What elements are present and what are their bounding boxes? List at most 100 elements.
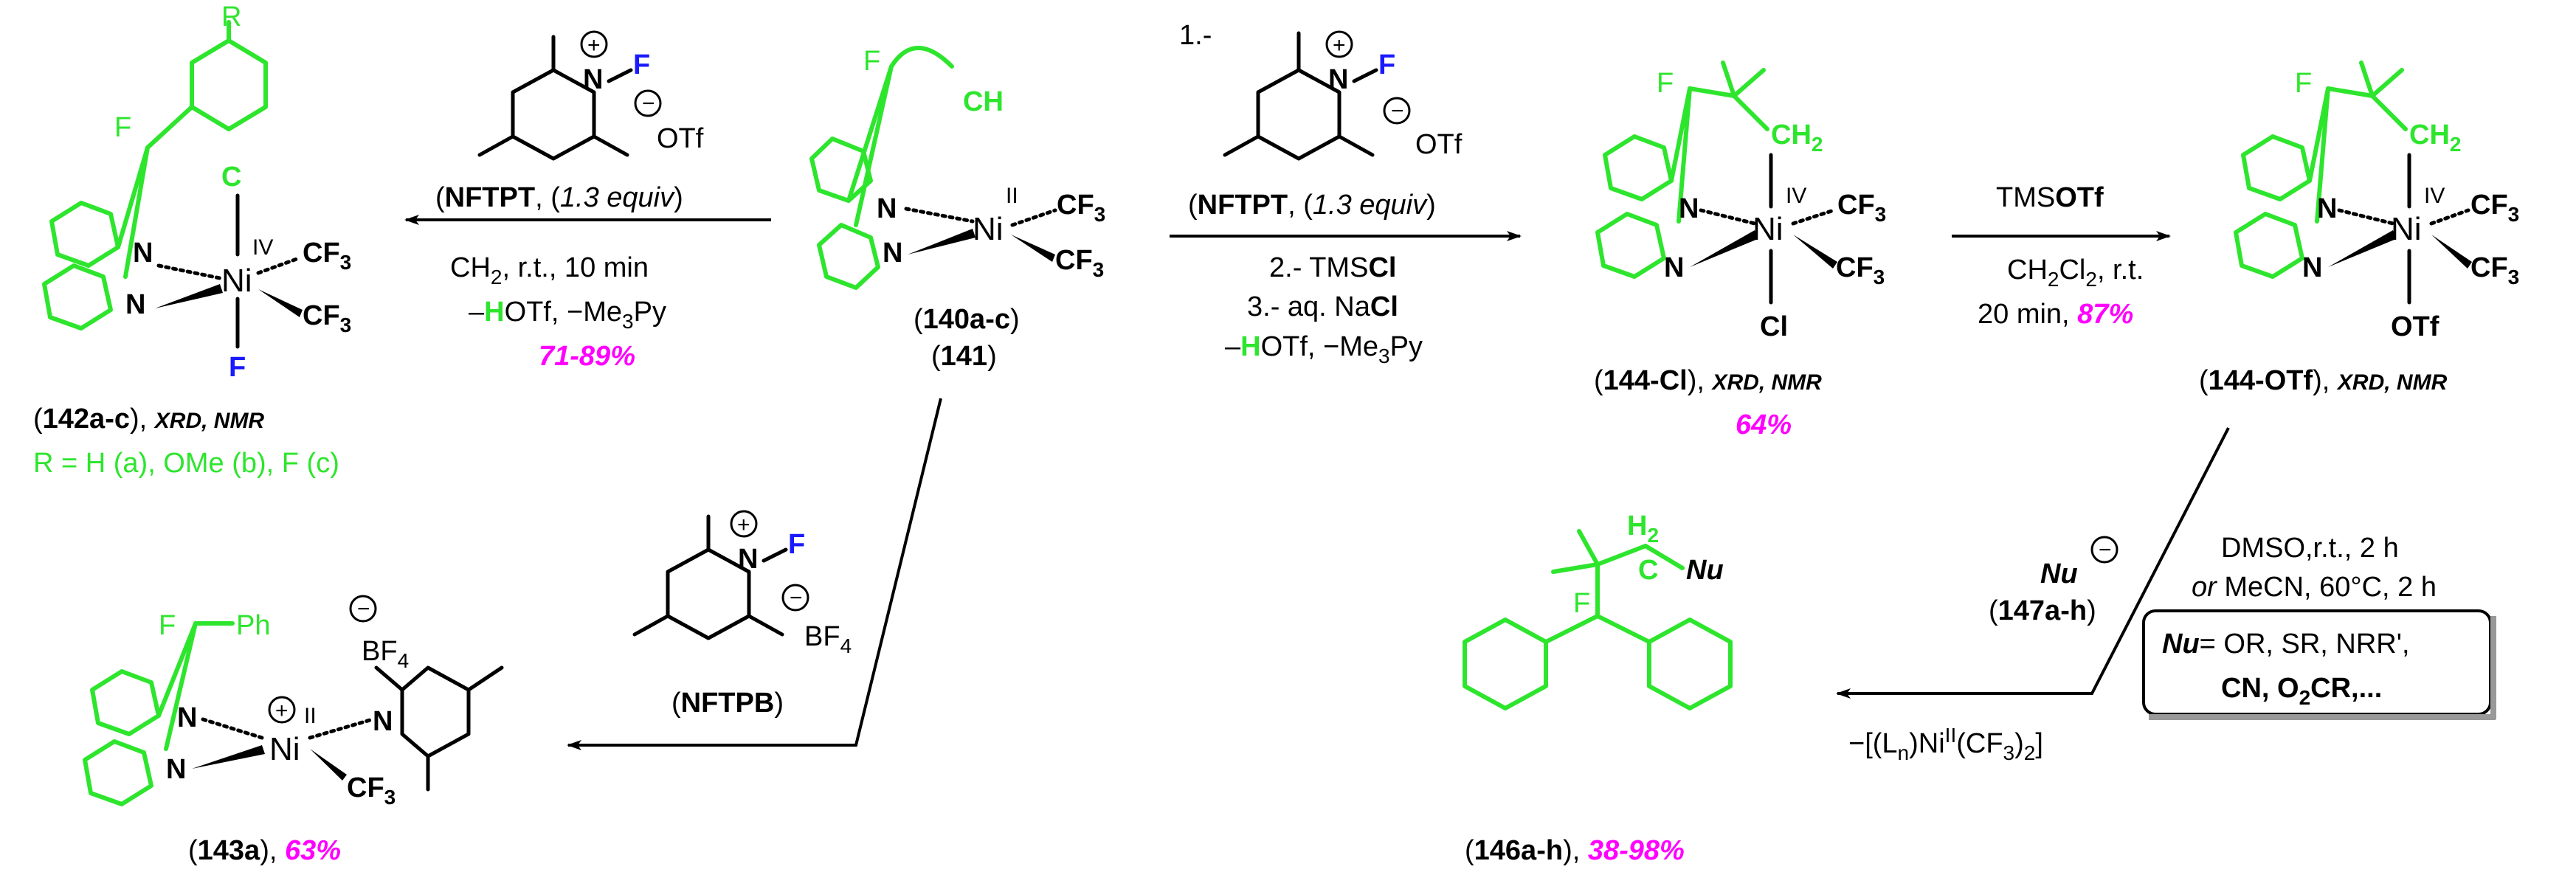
f-label-142: F <box>114 112 131 143</box>
ni-ox-142: IV <box>252 235 273 260</box>
cf3-a-140: CF3 <box>1057 190 1105 226</box>
nu-146: Nu <box>1686 555 1724 586</box>
n1-144otf: N <box>2317 193 2337 224</box>
arrow-144-step2: 2.- TMSCl <box>1269 252 1396 283</box>
arrow-to-146 <box>1836 427 2230 699</box>
plus-left: + <box>587 33 601 58</box>
ch2-144otf: CH2 <box>2409 120 2461 156</box>
nu-box-line1: Nu= OR, SR, NRR', <box>2162 629 2410 660</box>
n-py-143: N <box>373 706 393 737</box>
nu-compound: (147a-h) <box>1989 595 2096 626</box>
cf3-143: CF3 <box>347 772 396 809</box>
compound-142: R C F N N Ni IV CF3 CF3 F (142a-c), XRD,… <box>33 1 351 479</box>
cf3-a-144otf: CF3 <box>2470 190 2519 226</box>
bipyridyl-product-146 <box>1463 529 1733 710</box>
f-label-143: F <box>159 610 176 641</box>
bf4-143: BF4 <box>362 636 409 672</box>
arrow-142-loss: –HOTf, −Me3Py <box>469 297 666 333</box>
nftpb-reagent: N + F − BF4 <box>632 510 852 657</box>
arrow-146-cond2: or MeCN, 60°C, 2 h <box>2192 572 2437 603</box>
nu-minus: − <box>2099 538 2112 562</box>
r-label-142: R <box>221 1 241 32</box>
arrow-146-cond1: DMSO,r.t., 2 h <box>2221 533 2399 564</box>
n1-143: N <box>177 702 197 733</box>
n1-144cl: N <box>1679 193 1699 224</box>
c-label-142: C <box>221 162 241 193</box>
plus-pb: + <box>737 513 750 537</box>
ni-ox-143: II <box>304 704 317 728</box>
plus-right: + <box>1333 33 1346 58</box>
label-146: (146a-h), 38-98% <box>1465 835 1685 866</box>
r-def-142: R = H (a), OMe (b), F (c) <box>33 448 339 479</box>
bipyridyl-ligand-144cl <box>1595 60 1769 279</box>
f-label-144cl: F <box>1657 68 1674 99</box>
compound-144otf: F CH2 N N Ni IV CF3 CF3 OTf (144-OTf), X… <box>2199 60 2519 396</box>
minus-pb: − <box>790 586 803 610</box>
ni-ox-144otf: IV <box>2424 184 2445 208</box>
n2-label-140: N <box>883 238 902 269</box>
arrow-otf-cond1: CH2Cl2, r.t. <box>2007 255 2144 291</box>
label-141: (141) <box>931 341 997 372</box>
f-label-144otf: F <box>2295 68 2312 99</box>
ni-142: Ni <box>221 263 252 299</box>
arrow-144-reagent: (NFTPT, (1.3 equiv) <box>1188 190 1436 221</box>
bipyridyl-ligand-143 <box>83 621 235 806</box>
n-plus-left: N <box>583 64 603 95</box>
arrow-142-cond: CH2, r.t., 10 min <box>450 252 649 288</box>
ni-label-140: Ni <box>973 211 1004 247</box>
label-144otf: (144-OTf), XRD, NMR <box>2199 365 2448 396</box>
minus-bf4-143: − <box>357 597 370 621</box>
f-blue-pb: F <box>788 529 805 560</box>
minus-left: − <box>642 91 655 116</box>
bipyridyl-ligand-142 <box>42 145 150 331</box>
yield-144cl: 64% <box>1736 409 1792 440</box>
nu-box-line2: CN, O2CR,... <box>2221 673 2382 709</box>
ni-144cl: Ni <box>1753 211 1783 247</box>
label-142: (142a-c), XRD, NMR <box>33 404 264 435</box>
cl-144cl: Cl <box>1760 311 1788 342</box>
step1-label: 1.- <box>1179 20 1212 51</box>
arrow-otf-reagent: TMSOTf <box>1996 182 2104 213</box>
h2-146: H2 <box>1627 511 1659 547</box>
n1-142: N <box>133 238 153 269</box>
f-label-146: F <box>1573 588 1590 619</box>
cf3-b-142: CF3 <box>303 300 351 336</box>
label-144cl: (144-Cl), XRD, NMR <box>1594 365 1822 396</box>
arrow-otf-cond2: 20 min, 87% <box>1978 299 2133 330</box>
compound-143: F Ph − BF4 N N + Ni II N CF3 (143a), 63% <box>83 595 504 866</box>
arrow-144-step3: 3.- aq. NaCl <box>1247 291 1398 322</box>
n2-142: N <box>125 289 145 320</box>
f-blue-left: F <box>633 49 650 80</box>
nftpt-reagent-right: 1.- N + F − OTf <box>1179 20 1463 161</box>
bipyridyl-ligand-144otf <box>2234 60 2408 279</box>
label-140: (140a-c) <box>914 304 1020 335</box>
minus-right: − <box>1391 99 1404 123</box>
label-143: (143a), 63% <box>188 835 341 866</box>
cf3-a-144cl: CF3 <box>1837 190 1886 226</box>
nu-reagent: Nu <box>2040 558 2078 589</box>
cf3-b-140: CF3 <box>1055 245 1104 281</box>
n2-144otf: N <box>2302 252 2322 283</box>
bf4-pb: BF4 <box>804 621 852 657</box>
arrow-to-143 <box>567 398 942 750</box>
ni-143: Ni <box>269 731 300 767</box>
n2-144cl: N <box>1664 252 1684 283</box>
f-axial-142: F <box>229 352 246 383</box>
arrow-143-reagent: (NFTPB) <box>671 688 784 719</box>
otf-left: OTf <box>657 123 704 154</box>
nftpt-reagent-left: N + F − OTf <box>477 30 704 161</box>
ch-label-140: CH <box>963 86 1004 117</box>
arrow-142-yield: 71-89% <box>539 341 635 372</box>
n-plus-pb: N <box>738 544 758 575</box>
arrow-142-reagent: (NFTPT, (1.3 equiv) <box>435 182 683 213</box>
aryl-ring-142 <box>190 20 268 131</box>
otf-right: OTf <box>1415 129 1463 160</box>
plus-143: + <box>275 699 289 723</box>
cf3-b-144otf: CF3 <box>2470 252 2519 288</box>
ni-144otf: Ni <box>2391 211 2422 247</box>
n1-label-140: N <box>877 193 897 224</box>
f-blue-right: F <box>1378 49 1395 80</box>
n-plus-right: N <box>1328 64 1348 95</box>
arrow-144-loss: –HOTf, −Me3Py <box>1225 331 1423 367</box>
